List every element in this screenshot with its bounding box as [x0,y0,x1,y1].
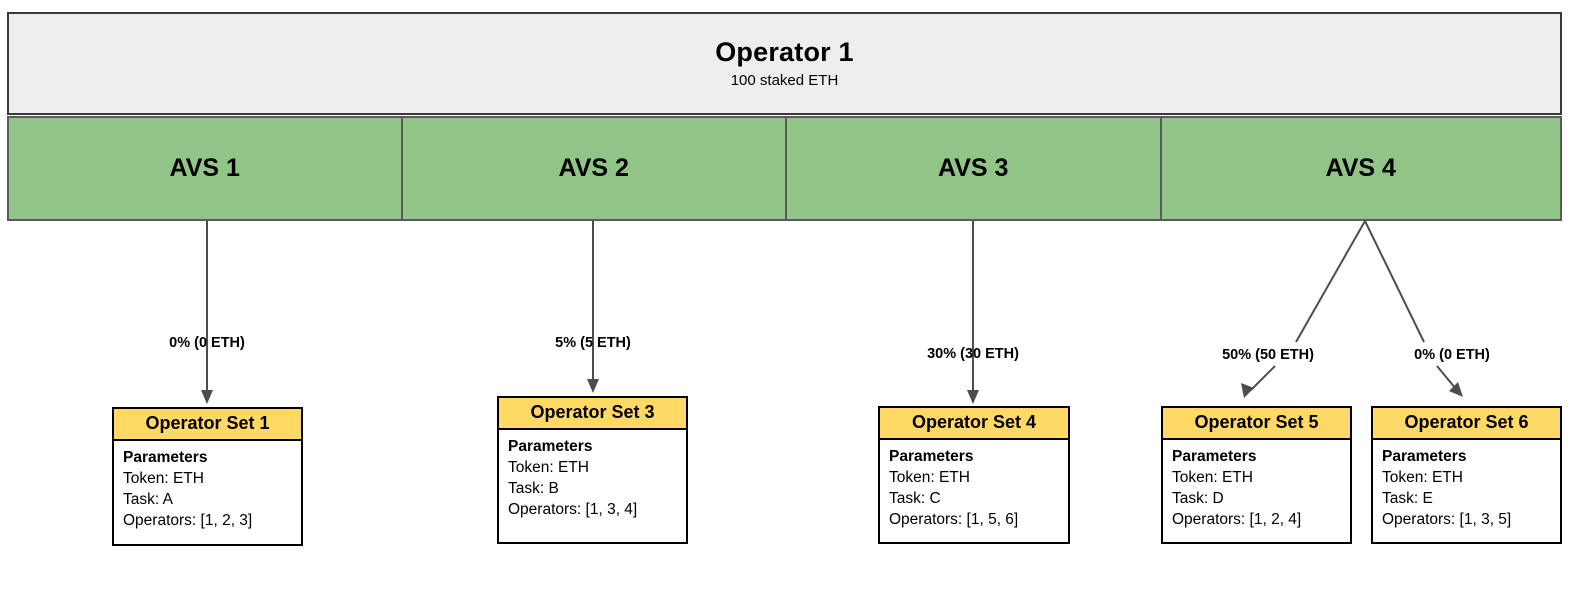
operator-set-body-3: Parameters Token: ETH Task: B Operators:… [499,430,686,529]
parameters-label-1: Parameters [123,448,208,466]
token-row-4: Token: ETH [889,468,970,486]
avs-label-2: AVS 2 [558,153,629,182]
task-row-5: Task: D [1172,489,1224,507]
avs-label-1: AVS 1 [169,153,240,182]
operator-set-body-5: Parameters Token: ETH Task: D Operators:… [1163,440,1350,539]
operator-set-node-1[interactable]: Operator Set 1 Parameters Token: ETH Tas… [112,407,303,546]
token-row-3: Token: ETH [508,458,589,476]
operator-set-node-6[interactable]: Operator Set 6 Parameters Token: ETH Tas… [1371,406,1562,544]
operators-row-6: Operators: [1, 3, 5] [1382,510,1512,528]
edge-label-avs4-opset5: 50% (50 ETH) [1222,347,1314,363]
parameters-label-3: Parameters [508,437,593,455]
operators-row-4: Operators: [1, 5, 6] [889,510,1019,528]
operator-set-title-6: Operator Set 6 [1373,408,1560,440]
operator-set-body-1: Parameters Token: ETH Task: A Operators:… [114,441,301,540]
token-row-6: Token: ETH [1382,468,1463,486]
avs-label-4: AVS 4 [1325,153,1396,182]
operators-row-5: Operators: [1, 2, 4] [1172,510,1302,528]
operator-title: Operator 1 [715,36,854,67]
parameters-label-5: Parameters [1172,447,1257,465]
parameters-label-6: Parameters [1382,447,1467,465]
operator-set-node-5[interactable]: Operator Set 5 Parameters Token: ETH Tas… [1161,406,1352,544]
edge-label-avs1: 0% (0 ETH) [169,335,245,351]
operators-row-3: Operators: [1, 3, 4] [508,500,638,518]
edge-avs3-opset4 [967,221,979,404]
task-row-1: Task: A [123,490,173,508]
avs-node-3[interactable]: AVS 3 [785,116,1162,221]
task-row-4: Task: C [889,489,941,507]
operator-set-body-6: Parameters Token: ETH Task: E Operators:… [1373,440,1560,539]
edge-label-avs4-opset6: 0% (0 ETH) [1414,347,1490,363]
operator-node: Operator 1 100 staked ETH [7,12,1562,115]
operator-set-node-4[interactable]: Operator Set 4 Parameters Token: ETH Tas… [878,406,1070,544]
avs-node-1[interactable]: AVS 1 [7,116,403,221]
token-row-5: Token: ETH [1172,468,1253,486]
operator-set-title-5: Operator Set 5 [1163,408,1350,440]
edge-avs4-opset5 [1241,220,1366,398]
edge-label-avs3: 30% (30 ETH) [927,346,1019,362]
edge-avs1-opset1 [201,221,213,404]
operator-stake: 100 staked ETH [730,71,839,89]
edge-avs4-opset6 [1364,220,1463,397]
parameters-label-4: Parameters [889,447,974,465]
operator-set-title-1: Operator Set 1 [114,409,301,441]
operator-set-body-4: Parameters Token: ETH Task: C Operators:… [880,440,1068,539]
edge-avs2-opset3 [587,221,599,393]
avs-row: AVS 1 AVS 2 AVS 3 AVS 4 [7,116,1562,221]
operator-set-node-3[interactable]: Operator Set 3 Parameters Token: ETH Tas… [497,396,688,544]
avs-label-3: AVS 3 [938,153,1009,182]
task-row-3: Task: B [508,479,559,497]
task-row-6: Task: E [1382,489,1433,507]
operator-set-title-3: Operator Set 3 [499,398,686,430]
operators-row-1: Operators: [1, 2, 3] [123,511,253,529]
avs-node-4[interactable]: AVS 4 [1159,116,1562,221]
avs-node-2[interactable]: AVS 2 [400,116,787,221]
token-row-1: Token: ETH [123,469,204,487]
edge-label-avs2: 5% (5 ETH) [555,335,631,351]
operator-set-title-4: Operator Set 4 [880,408,1068,440]
